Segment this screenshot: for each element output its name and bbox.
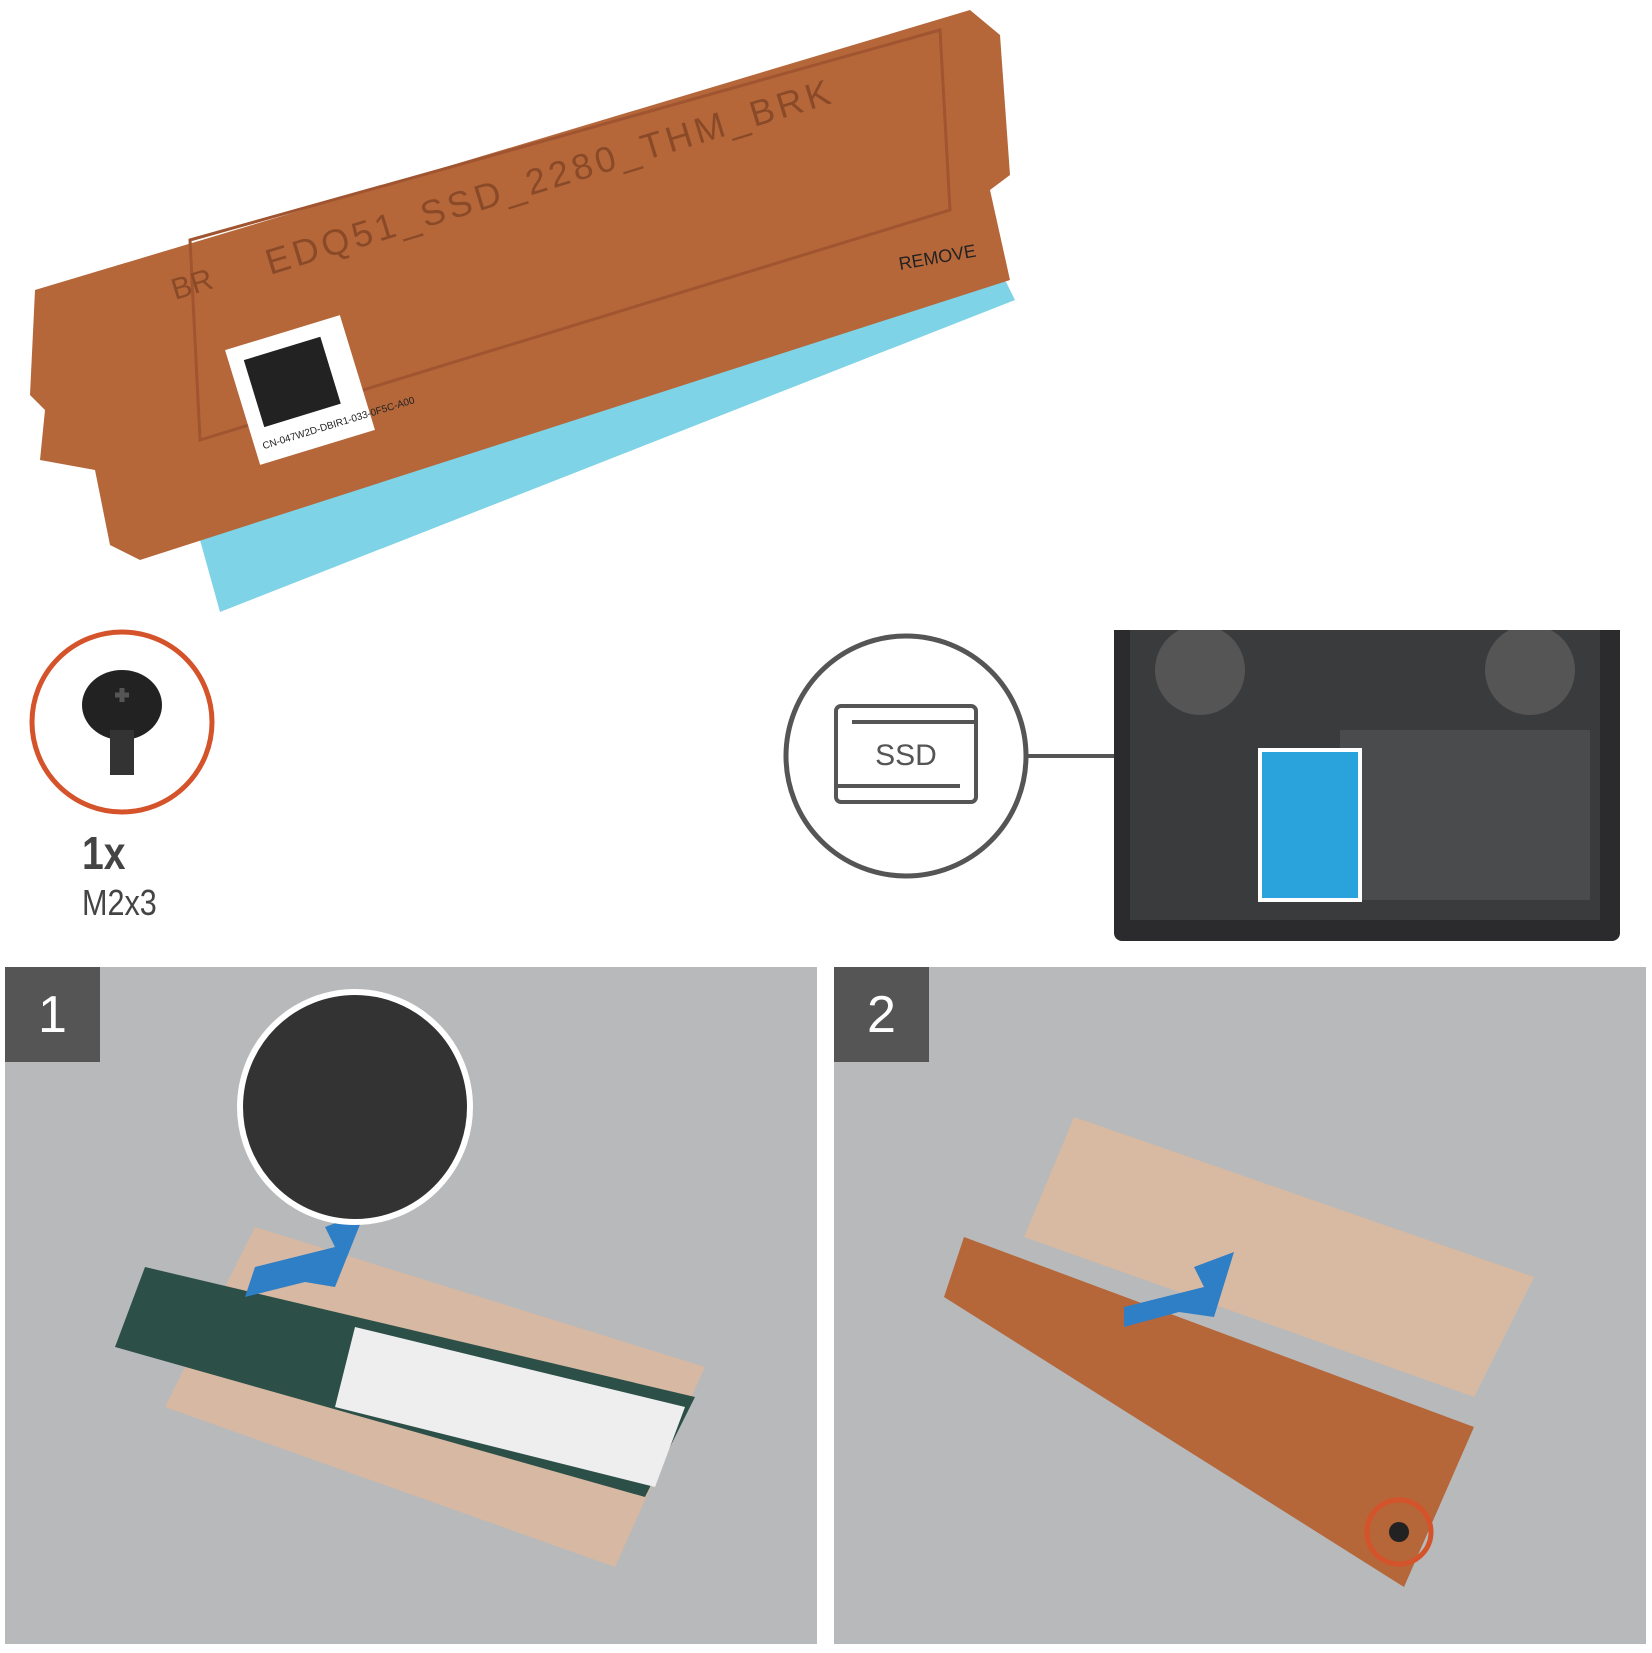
insert-arrow-icon xyxy=(245,1212,365,1297)
screw-size: M2x3 xyxy=(82,882,157,923)
step-2-image xyxy=(944,1117,1534,1587)
connector-zoom-callout xyxy=(237,989,473,1225)
step-1-label: 1 xyxy=(5,967,100,1062)
ssd-location-callout: SSD xyxy=(783,630,1620,941)
slide-arrow-icon xyxy=(1124,1252,1234,1327)
ssd-slot-highlight xyxy=(1258,748,1362,902)
ssd-icon: SSD xyxy=(834,704,978,804)
thermal-pad-tape xyxy=(200,270,1015,612)
step-2-label: 2 xyxy=(834,967,929,1062)
ssd-heatsink-image: CN-047W2D-DBIR1-033-0F5C-A00 BR EDQ51_SS… xyxy=(30,10,1015,612)
screw-location-circle xyxy=(1364,1497,1434,1567)
step-1-panel: 1 xyxy=(5,967,817,1644)
screw-quantity: 1x xyxy=(82,827,126,879)
screw-icon xyxy=(1389,1522,1409,1542)
step-2-panel: 2 xyxy=(834,967,1646,1644)
laptop-bottom-image xyxy=(1114,630,1620,941)
step-1-image xyxy=(115,989,705,1567)
screw-icon xyxy=(82,670,162,775)
screw-callout xyxy=(29,629,215,815)
ssd-icon-label: SSD xyxy=(875,739,937,772)
installed-heatsink xyxy=(944,1237,1474,1587)
screw-highlight-circle xyxy=(29,629,215,815)
